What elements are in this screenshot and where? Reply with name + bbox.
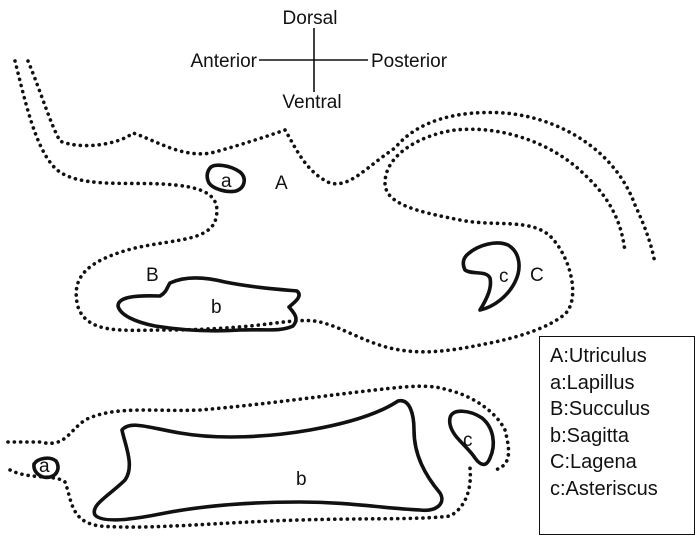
legend-asteriscus: c:Asteriscus xyxy=(550,476,694,503)
lagena-label: C xyxy=(530,265,544,286)
compass-anterior-label: Anterior xyxy=(190,51,257,72)
asteriscus-label: c xyxy=(499,266,509,287)
sagitta-label: b xyxy=(211,297,222,318)
compass-posterior-label: Posterior xyxy=(371,51,448,72)
legend-sagitta: b:Sagitta xyxy=(550,423,694,450)
legend-utriculus: A:Utriculus xyxy=(550,343,694,370)
utriculus-label: A xyxy=(275,173,288,194)
succulus-label: B xyxy=(146,265,159,286)
lapillus-label: a xyxy=(221,171,232,192)
bottom-asteriscus-label: c xyxy=(463,430,473,451)
asteriscus-outline xyxy=(463,243,519,310)
bottom-outline-lower xyxy=(10,468,470,527)
legend-lapillus: a:Lapillus xyxy=(550,370,694,397)
legend-succulus: B:Succulus xyxy=(550,396,694,423)
compass-ventral-label: Ventral xyxy=(282,92,341,113)
bottom-lapillus-label: a xyxy=(39,456,50,477)
bottom-sagitta-outline xyxy=(94,401,442,520)
orientation-compass: Dorsal Ventral Anterior Posterior xyxy=(190,8,447,113)
legend-box: A:Utriculus a:Lapillus B:Succulus b:Sagi… xyxy=(539,336,695,535)
bottom-outline-upper xyxy=(8,386,509,470)
bottom-sagitta-label: b xyxy=(296,469,307,490)
legend-lagena: C:Lagena xyxy=(550,449,694,476)
compass-dorsal-label: Dorsal xyxy=(283,8,338,29)
